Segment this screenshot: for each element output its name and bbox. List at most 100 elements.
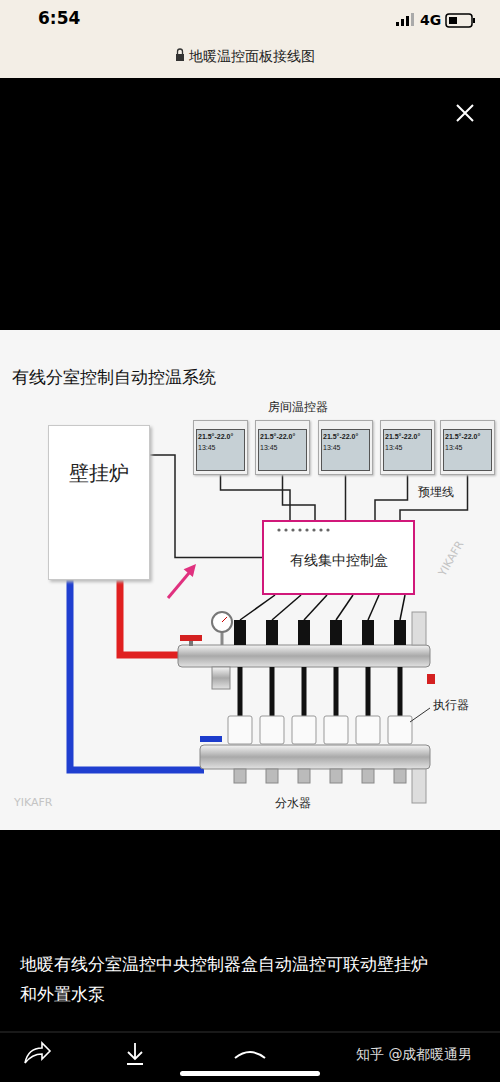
actuator-cable — [334, 667, 339, 716]
outlet-nut — [266, 769, 278, 783]
text-label: 分水器 — [275, 796, 311, 810]
actuator-cable — [398, 667, 403, 716]
diagram-title: 有线分室控制自动控温系统 — [12, 366, 216, 389]
outlet-nuts — [234, 769, 406, 783]
gauge-needle — [222, 617, 227, 622]
expand-icon — [235, 1052, 265, 1058]
watermark: YIKAFR — [14, 796, 52, 809]
indicator-dot — [298, 528, 301, 531]
actuator-cable — [238, 667, 243, 716]
download-icon — [127, 1043, 143, 1064]
leader-line — [410, 708, 430, 722]
node-label: 壁挂炉 — [69, 460, 129, 487]
home-indicator — [180, 1071, 320, 1076]
node-label: 有线集中控制盒 — [290, 552, 388, 570]
status-bar — [0, 0, 500, 78]
indicator-dot — [277, 528, 280, 531]
display-reading: 13:45 — [323, 443, 341, 454]
actuator — [228, 716, 252, 744]
watermark: YIKAFR — [436, 539, 467, 579]
actuator — [292, 716, 316, 744]
thermostat-display: 21.5°-22.0°13:45 — [383, 429, 432, 471]
actuator — [388, 716, 412, 744]
outlet-nut — [362, 769, 374, 783]
text-label: 执行器 — [433, 698, 469, 712]
gauge-stem — [221, 632, 224, 645]
viewer-ground — [0, 78, 500, 1082]
image-ground — [0, 330, 500, 830]
display-reading: 13:45 — [260, 443, 278, 454]
outlet-cap — [330, 620, 342, 645]
valve-stem — [189, 641, 193, 646]
text-label: 4G — [420, 12, 441, 29]
actuator-cable — [302, 667, 307, 716]
strainer — [212, 667, 230, 689]
room-thermostat: 21.5°-22.0°13:45 — [380, 420, 435, 475]
return-pipe — [70, 580, 204, 770]
indicator-dot — [312, 528, 315, 531]
actuators — [228, 716, 412, 744]
actuator — [260, 716, 284, 744]
control-box: 有线集中控制盒 — [262, 520, 415, 595]
thermostat-display: 21.5°-22.0°13:45 — [258, 429, 307, 471]
display-reading: 13:45 — [445, 443, 463, 454]
outlet-cap — [298, 620, 310, 645]
outlet-cap — [266, 620, 278, 645]
callout-arrowhead — [184, 564, 196, 577]
actuator-cable — [270, 667, 275, 716]
outlet-nut — [330, 769, 342, 783]
air-vent — [412, 769, 426, 803]
outlet-nut — [234, 769, 246, 783]
outlet-nut — [298, 769, 310, 783]
display-reading: 21.5°-22.0° — [385, 432, 420, 443]
room-thermostat: 21.5°-22.0°13:45 — [440, 420, 495, 475]
indicator-dot — [319, 528, 322, 531]
room-thermostat: 21.5°-22.0°13:45 — [193, 420, 248, 475]
caption: 地暖有线分室温控中央控制器盒自动温控可联动壁挂炉和外置水泵 — [20, 950, 430, 1010]
signal-bar — [401, 19, 404, 26]
valve-handle — [200, 736, 222, 742]
actuator-wires — [240, 595, 405, 620]
drain-valve — [427, 674, 435, 684]
room-thermostat: 21.5°-22.0°13:45 — [255, 420, 310, 475]
actuator — [356, 716, 380, 744]
return-manifold — [200, 745, 430, 769]
display-reading: 21.5°-22.0° — [445, 432, 480, 443]
outlet-cap — [362, 620, 374, 645]
close-icon — [457, 105, 473, 121]
lock-icon — [178, 49, 183, 54]
actuator-cables — [240, 667, 400, 716]
signal-wire — [400, 475, 468, 520]
actuator-wire — [304, 595, 327, 620]
actuator-cable — [366, 667, 371, 716]
outlet-nut — [394, 769, 406, 783]
signal-bar — [406, 16, 409, 26]
text-label: 知乎 @成都暖通男 — [356, 1046, 472, 1063]
air-vent — [412, 612, 426, 645]
signal-wire — [221, 475, 291, 520]
valve-handle — [180, 635, 202, 641]
separator — [0, 1032, 500, 1033]
callout-arrow — [168, 573, 189, 598]
indicator-dot — [284, 528, 287, 531]
indicator-dot — [326, 528, 329, 531]
indicator-dot — [291, 528, 294, 531]
pressure-gauge — [212, 612, 232, 632]
actuator-wire — [272, 595, 301, 620]
outlet-cap — [394, 620, 406, 645]
thermostat-display: 21.5°-22.0°13:45 — [196, 429, 245, 471]
display-reading: 21.5°-22.0° — [323, 432, 358, 443]
actuator-wire — [368, 595, 379, 620]
indicator-dot — [305, 528, 308, 531]
supply-manifold — [178, 645, 430, 667]
thermostat-display: 21.5°-22.0°13:45 — [443, 429, 492, 471]
lock-icon — [176, 54, 184, 61]
text-label: 6:54 — [38, 8, 80, 28]
signal-bar — [396, 22, 399, 26]
text-label: 房间温控器 — [268, 400, 328, 414]
text-label: 预埋线 — [418, 485, 454, 499]
thermostat-display: 21.5°-22.0°13:45 — [321, 429, 370, 471]
actuator — [324, 716, 348, 744]
battery-level — [449, 17, 457, 24]
